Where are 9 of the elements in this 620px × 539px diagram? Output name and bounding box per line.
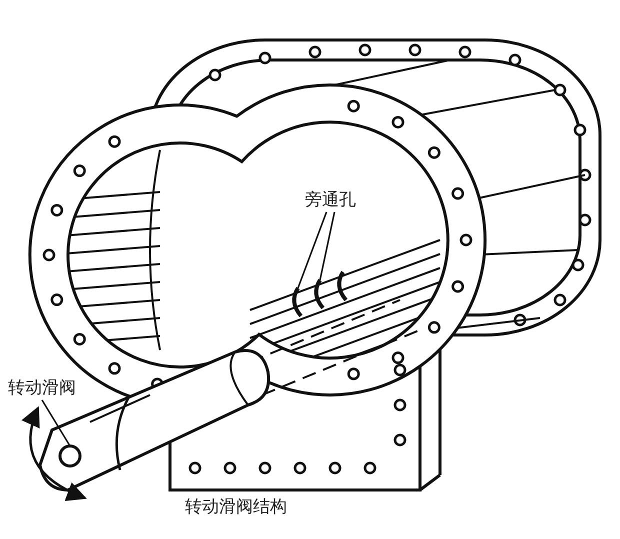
leader-line: [41, 400, 71, 446]
part-label: 转动滑阀: [8, 378, 76, 398]
bypass-hole: [314, 279, 325, 310]
leader-line: [319, 212, 336, 280]
part-label: 旁通孔: [305, 190, 356, 210]
valve-shaft-end: [58, 444, 82, 468]
bypass-hole: [292, 287, 303, 318]
leader-line: [297, 212, 328, 288]
caption: 转动滑阀结构: [185, 497, 287, 517]
